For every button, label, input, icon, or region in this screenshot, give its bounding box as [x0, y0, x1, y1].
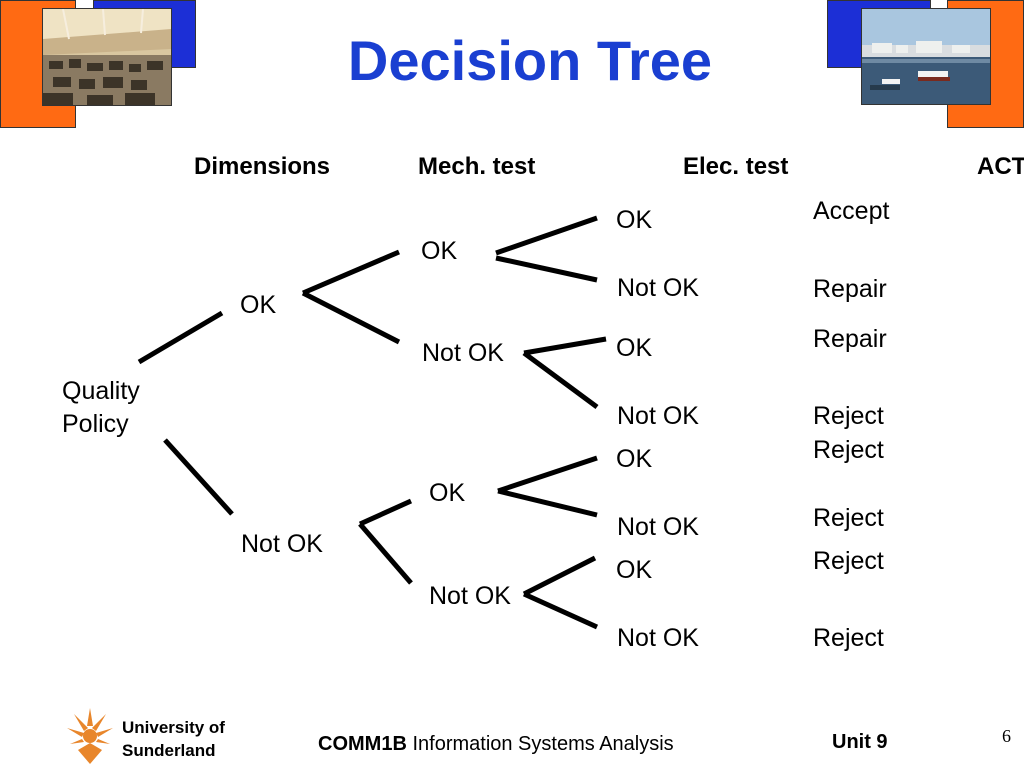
elec-label-7: OK [616, 556, 653, 584]
edge-mechok2-elecok [497, 455, 598, 494]
edge-mechok-elecnotok [495, 255, 598, 283]
elec-label-2: Not OK [617, 274, 699, 302]
edge-mechnotok2-elecok [522, 555, 597, 597]
action-label-4: Reject [813, 402, 884, 430]
elec-label-5: OK [616, 445, 653, 473]
header-dimensions: Dimensions [194, 153, 331, 180]
mech-label-3: OK [429, 479, 466, 507]
mech-label-1: OK [421, 237, 458, 265]
edge-mechok2-elecnotok [497, 488, 598, 518]
action-label-7: Reject [813, 547, 884, 575]
action-label-6: Reject [813, 504, 884, 532]
elec-label-1: OK [616, 206, 653, 234]
dim-ok-label: OK [240, 291, 277, 319]
university-name-line2: Sunderland [122, 741, 216, 760]
edge-root-dim-notok [163, 438, 234, 516]
edge-dimok-mechok [302, 249, 400, 296]
university-logo-icon [66, 706, 114, 766]
page-title: Decision Tree [347, 29, 713, 92]
course-title: COMM1B Information Systems Analysis [318, 733, 674, 756]
edge-mechnotok-elecnotok [522, 350, 599, 410]
edge-mechok-elecok [495, 215, 598, 256]
header-action: ACT [977, 153, 1024, 180]
action-label-5: Reject [813, 436, 884, 464]
edge-dimnotok-mechok [358, 498, 413, 527]
page-number: 6 [1002, 726, 1011, 746]
header-elec-test: Elec. test [683, 153, 789, 180]
elec-label-4: Not OK [617, 402, 699, 430]
edge-root-dim-ok [137, 310, 224, 365]
course-code: COMM1B [318, 733, 407, 755]
action-label-2: Repair [813, 275, 887, 303]
edge-mechnotok-elecok [523, 336, 607, 356]
university-name-line1: University of [122, 718, 225, 737]
unit-label: Unit 9 [832, 731, 888, 753]
action-label-8: Reject [813, 624, 884, 652]
root-label-line2: Policy [62, 410, 129, 438]
elec-label-3: OK [616, 334, 653, 362]
action-label-3: Repair [813, 325, 887, 353]
action-label-1: Accept [813, 197, 890, 225]
dim-not-ok-label: Not OK [241, 530, 323, 558]
mech-label-2: Not OK [422, 339, 504, 367]
edge-dimnotok-mechnotok [358, 522, 413, 585]
root-label-line1: Quality [62, 377, 140, 405]
university-name: University of Sunderland [122, 716, 225, 762]
course-name: Information Systems Analysis [412, 733, 674, 755]
harbour-photo [861, 8, 991, 105]
elec-label-6: Not OK [617, 513, 699, 541]
elec-label-8: Not OK [617, 624, 699, 652]
header-mech-test: Mech. test [418, 153, 536, 180]
mech-label-4: Not OK [429, 582, 511, 610]
edge-mechnotok2-elecnotok [522, 591, 599, 630]
office-photo [42, 8, 172, 106]
edge-dimok-mechnotok [301, 290, 401, 345]
